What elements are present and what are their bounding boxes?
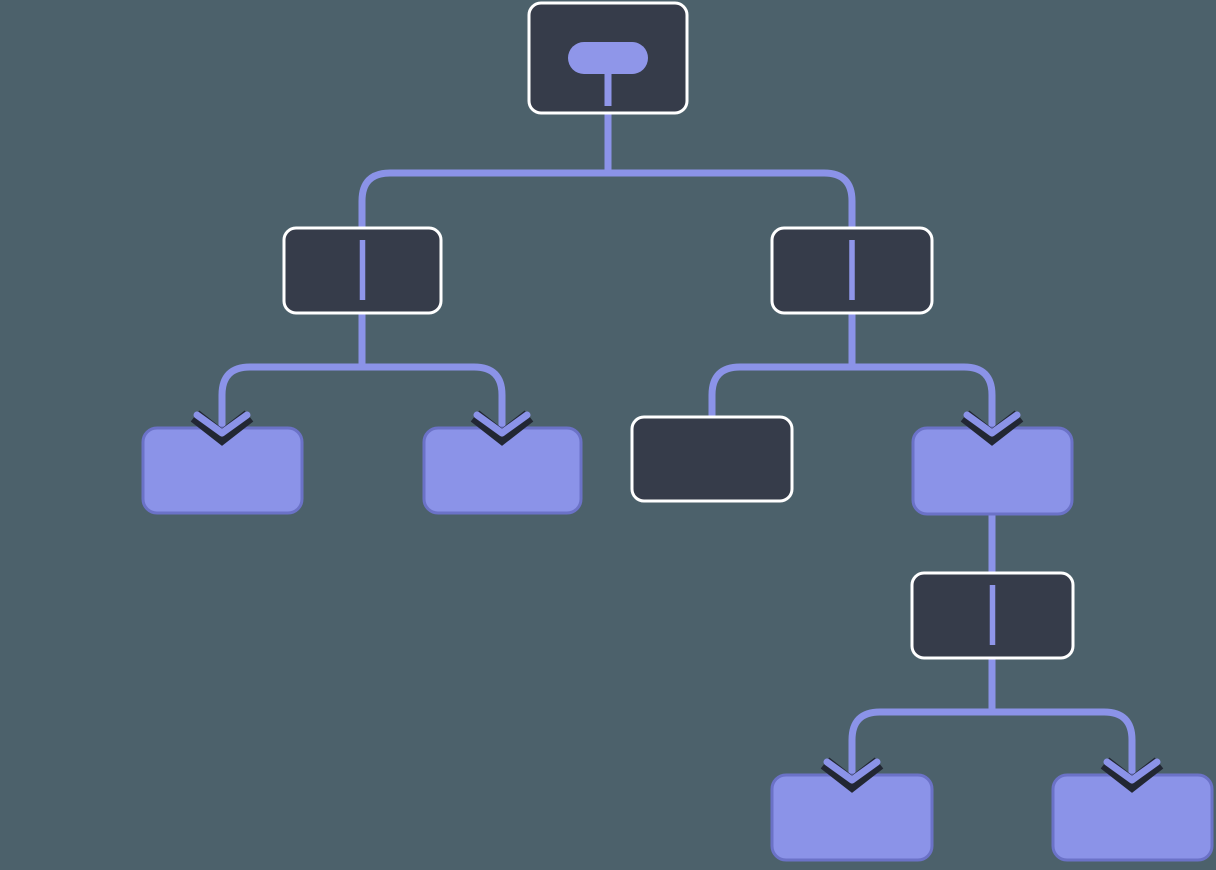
arrowhead-chevron-leaf-3-icon xyxy=(963,411,1021,437)
arrowhead-chevron-leaf-4-icon xyxy=(823,758,881,784)
leaf-node-4 xyxy=(770,773,934,862)
arrowhead-chevron-leaf-1-icon xyxy=(193,411,251,437)
connector-split-left xyxy=(218,363,506,432)
connector-split-bottom xyxy=(848,708,1136,779)
arrowhead-chevron-leaf-2-icon xyxy=(473,411,531,437)
connector-split-top xyxy=(358,169,856,230)
connector-split-right xyxy=(708,363,996,432)
root-pill-glyph xyxy=(568,42,648,74)
arrowhead-chevron-leaf-5-icon xyxy=(1103,758,1161,784)
dark-node-middle xyxy=(630,415,794,503)
